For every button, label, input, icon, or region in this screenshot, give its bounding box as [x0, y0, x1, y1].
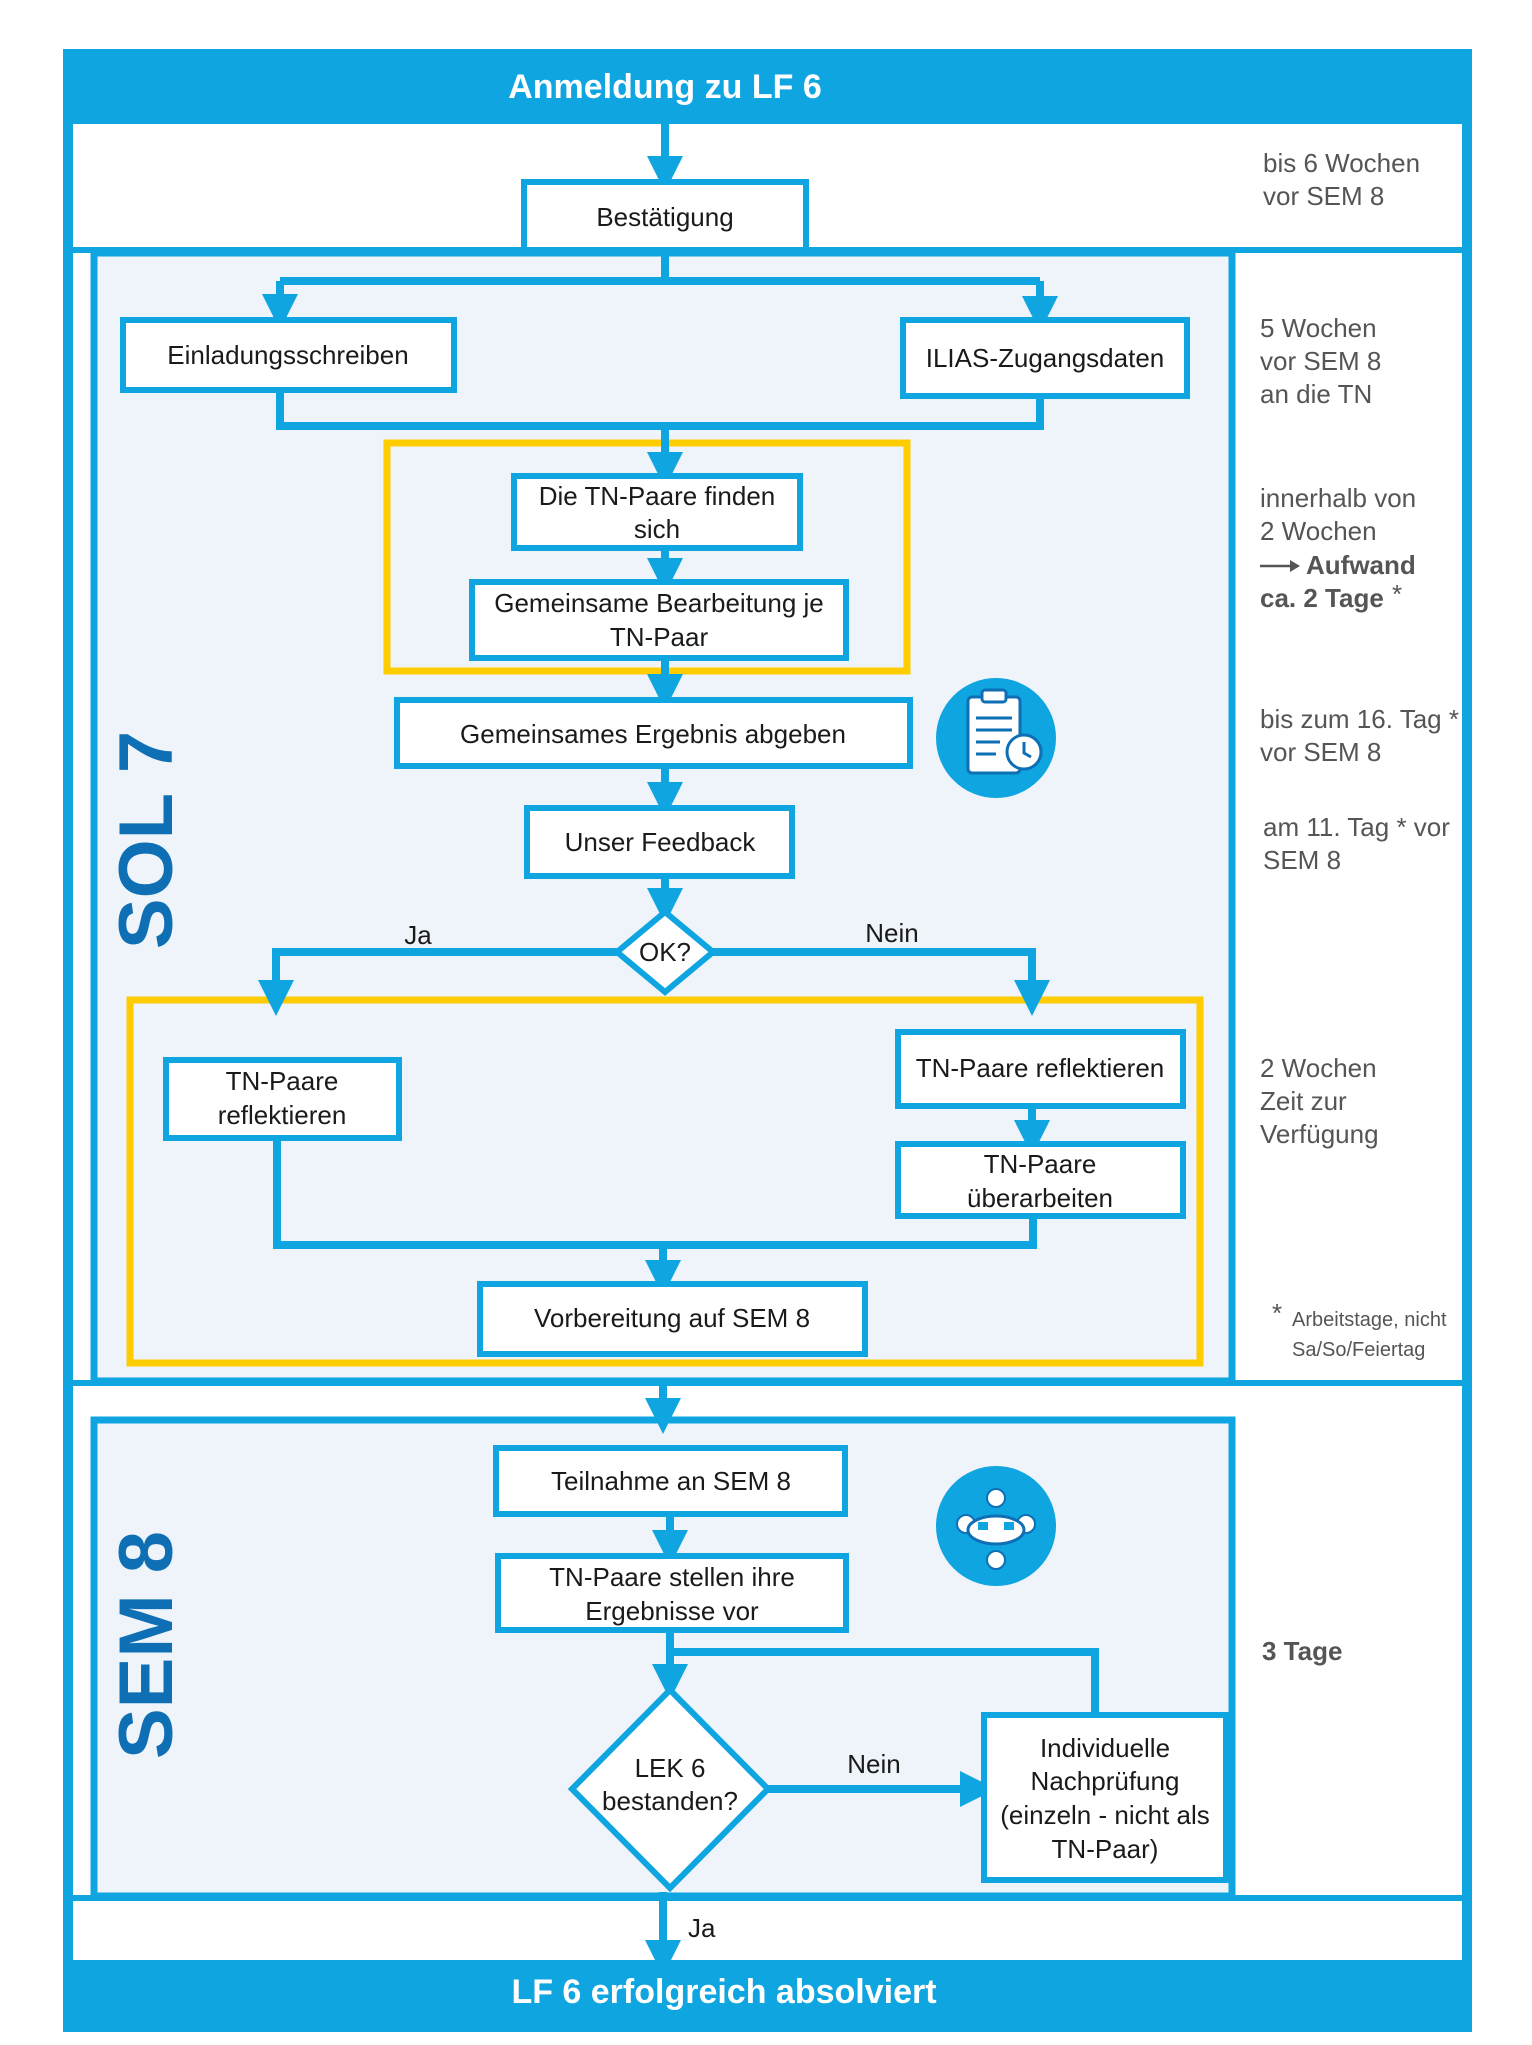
timeline-4-line2: vor SEM 8 [1260, 737, 1381, 767]
text-paare-finden-2: sich [634, 514, 680, 544]
box-reflektieren-ja [163, 1057, 402, 1141]
sol-section-label: SOL 7 [104, 731, 189, 949]
reflection-group [126, 996, 1204, 1367]
timeline-3-line1: innerhalb von [1260, 483, 1416, 513]
timeline-3-bold1: Aufwand [1306, 550, 1416, 580]
text-nachpruefung-1: Individuelle [1040, 1733, 1170, 1763]
text-reflektieren-nein: TN-Paare reflektieren [916, 1053, 1165, 1083]
text-nachpruefung-2: Nachprüfung [1031, 1766, 1180, 1796]
box-ergebnisse-vor [495, 1553, 849, 1633]
timeline-3-line2: 2 Wochen [1260, 516, 1377, 546]
footer-band [68, 1960, 1467, 2027]
box-nachpruefung [981, 1712, 1229, 1883]
text-feedback: Unser Feedback [565, 827, 757, 857]
text-vorbereitung: Vorbereitung auf SEM 8 [534, 1303, 810, 1333]
box-ergebnis-abgeben [394, 697, 913, 769]
label-nein: Nein [865, 918, 918, 948]
text-bestaetigung: Bestätigung [596, 202, 733, 232]
text-reflektieren-ja-2: reflektieren [218, 1100, 347, 1130]
note-star: * [1272, 1298, 1282, 1328]
text-teilnahme: Teilnahme an SEM 8 [551, 1466, 791, 1496]
box-teilnahme [493, 1445, 848, 1517]
timeline-3-bold2: ca. 2 Tage [1260, 583, 1384, 613]
timeline-2-line2: vor SEM 8 [1260, 346, 1381, 376]
timeline-2-line3: an die TN [1260, 379, 1372, 409]
text-bearbeitung-1: Gemeinsame Bearbeitung je [494, 588, 824, 618]
header-band [68, 54, 1467, 124]
line-nachpruefung-loop [670, 1648, 1099, 1715]
label-ja-lek: Ja [688, 1913, 716, 1943]
decision-ok [612, 908, 718, 996]
arrow-ok-ja [258, 948, 617, 1016]
box-paare-finden [511, 473, 803, 551]
box-ilias [900, 317, 1190, 399]
box-feedback [524, 805, 795, 879]
box-ueberarbeiten [895, 1141, 1186, 1219]
timeline-5-line2: SEM 8 [1263, 845, 1341, 875]
pair-work-group [383, 439, 911, 675]
line-merge-reflection [273, 1138, 1037, 1249]
timeline-4-line1: bis zum 16. Tag * [1260, 704, 1459, 734]
box-bestaetigung [521, 179, 809, 253]
text-ergebnisse-vor-1: TN-Paare stellen ihre [549, 1562, 795, 1592]
text-nachpruefung-4: TN-Paar) [1052, 1834, 1159, 1864]
text-ergebnis-abgeben: Gemeinsames Ergebnis abgeben [460, 719, 846, 749]
text-ueberarbeiten-2: überarbeiten [967, 1183, 1113, 1213]
box-vorbereitung [477, 1281, 868, 1357]
text-ilias: ILIAS-Zugangsdaten [926, 343, 1165, 373]
sem-section-label: SEM 8 [104, 1531, 189, 1759]
connectors [258, 124, 1099, 1976]
box-reflektieren-nein [895, 1029, 1186, 1109]
text-ergebnisse-vor-2: Ergebnisse vor [585, 1596, 759, 1626]
label-ja: Ja [404, 920, 432, 950]
text-lek-2: bestanden? [602, 1786, 738, 1816]
text-lek-1: LEK 6 [635, 1753, 706, 1783]
text-einladung: Einladungsschreiben [167, 340, 408, 370]
timeline-1-line2: vor SEM 8 [1263, 181, 1384, 211]
label-nein-lek: Nein [847, 1749, 900, 1779]
box-bearbeitung [469, 579, 849, 661]
right-arrow-icon [1260, 560, 1300, 572]
clipboard-clock-icon [936, 678, 1056, 798]
text-reflektieren-ja-1: TN-Paare [226, 1066, 339, 1096]
timeline-6-line1: 2 Wochen [1260, 1053, 1377, 1083]
text-ok: OK? [639, 937, 691, 967]
timeline-2-line1: 5 Wochen [1260, 313, 1377, 343]
header-title: Anmeldung zu LF 6 [508, 68, 822, 106]
text-bearbeitung-2: TN-Paar [610, 622, 709, 652]
arrow-ok-nein [713, 948, 1050, 1016]
timeline-3-star: * [1392, 579, 1402, 609]
box-einladung [120, 317, 457, 393]
text-ueberarbeiten-1: TN-Paare [984, 1149, 1097, 1179]
timeline-6-line2: Zeit zur [1260, 1086, 1347, 1116]
footer-title: LF 6 erfolgreich absolviert [511, 1973, 936, 2011]
timeline-7: 3 Tage [1262, 1636, 1342, 1666]
timeline-6-line3: Verfügung [1260, 1119, 1379, 1149]
text-nachpruefung-3: (einzeln - nicht als [1000, 1800, 1210, 1830]
decision-lek [567, 1685, 773, 1893]
timeline-5-line1: am 11. Tag * vor [1263, 812, 1450, 842]
line-merge [276, 390, 1044, 430]
note-line2: Sa/So/Feiertag [1292, 1339, 1425, 1361]
note-line1: Arbeitstage, nicht [1292, 1309, 1447, 1331]
text-paare-finden-1: Die TN-Paare finden [539, 481, 776, 511]
timeline-1-line1: bis 6 Wochen [1263, 148, 1420, 178]
meeting-table-icon [936, 1466, 1056, 1586]
